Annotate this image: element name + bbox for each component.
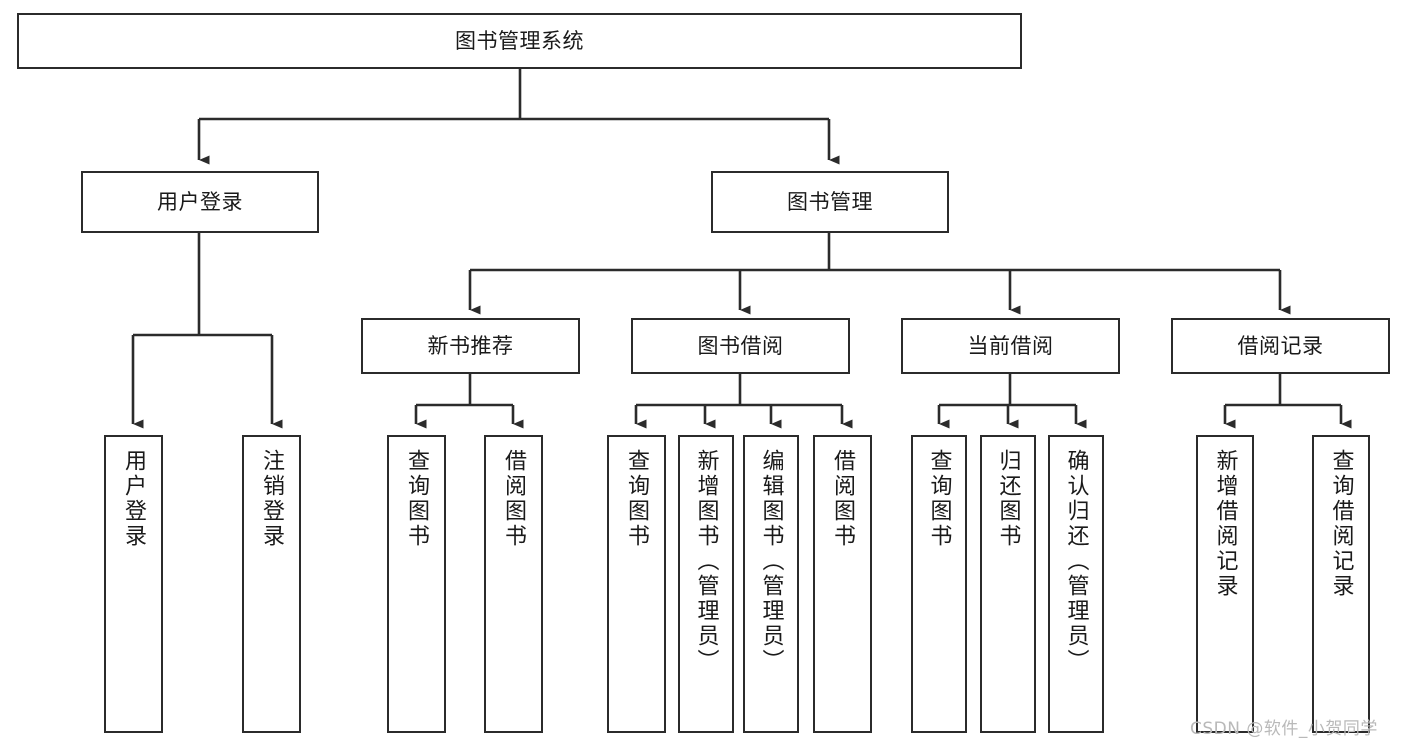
node-leaf-bb-add-book[interactable]: 新增图书（管理员）: [678, 435, 734, 733]
node-root-system-label: 图书管理系统: [455, 28, 584, 53]
node-leaf-logout-label: 注销登录: [259, 449, 285, 549]
node-leaf-cb-query-book-label: 查询图书: [926, 449, 952, 549]
node-leaf-cb-query-book[interactable]: 查询图书: [911, 435, 967, 733]
csdn-watermark: CSDN @软件_小贺同学: [1190, 719, 1378, 739]
node-leaf-logout[interactable]: 注销登录: [242, 435, 301, 733]
node-book-borrow[interactable]: 图书借阅: [631, 318, 850, 374]
node-leaf-bb-edit-book-label: 编辑图书（管理员）: [758, 449, 784, 674]
node-leaf-nb-query-book[interactable]: 查询图书: [387, 435, 446, 733]
node-user-login[interactable]: 用户登录: [81, 171, 319, 233]
node-leaf-br-query-record[interactable]: 查询借阅记录: [1312, 435, 1370, 733]
node-leaf-user-login[interactable]: 用户登录: [104, 435, 163, 733]
node-leaf-bb-borrow-book[interactable]: 借阅图书: [813, 435, 872, 733]
node-book-manage[interactable]: 图书管理: [711, 171, 949, 233]
node-leaf-nb-borrow-book[interactable]: 借阅图书: [484, 435, 543, 733]
node-current-borrow-label: 当前借阅: [967, 333, 1054, 358]
node-leaf-cb-confirm-return[interactable]: 确认归还（管理员）: [1048, 435, 1104, 733]
node-root-system[interactable]: 图书管理系统: [17, 13, 1022, 69]
node-leaf-bb-edit-book[interactable]: 编辑图书（管理员）: [743, 435, 799, 733]
node-leaf-nb-borrow-book-label: 借阅图书: [501, 449, 527, 549]
node-leaf-br-query-record-label: 查询借阅记录: [1328, 449, 1354, 599]
node-leaf-bb-add-book-label: 新增图书（管理员）: [693, 449, 719, 674]
node-leaf-cb-confirm-return-label: 确认归还（管理员）: [1063, 449, 1089, 674]
node-leaf-user-login-label: 用户登录: [121, 449, 147, 549]
node-leaf-cb-return-book-label: 归还图书: [995, 449, 1021, 549]
node-leaf-br-add-record[interactable]: 新增借阅记录: [1196, 435, 1254, 733]
node-user-login-label: 用户登录: [157, 189, 243, 214]
node-leaf-bb-query-book[interactable]: 查询图书: [607, 435, 666, 733]
node-leaf-cb-return-book[interactable]: 归还图书: [980, 435, 1036, 733]
node-borrow-record-label: 借阅记录: [1237, 333, 1324, 358]
node-borrow-record[interactable]: 借阅记录: [1171, 318, 1390, 374]
node-leaf-nb-query-book-label: 查询图书: [404, 449, 430, 549]
node-current-borrow[interactable]: 当前借阅: [901, 318, 1120, 374]
node-book-manage-label: 图书管理: [787, 189, 873, 214]
node-new-book-recommend[interactable]: 新书推荐: [361, 318, 580, 374]
node-book-borrow-label: 图书借阅: [697, 333, 784, 358]
node-leaf-bb-borrow-book-label: 借阅图书: [830, 449, 856, 549]
node-leaf-bb-query-book-label: 查询图书: [624, 449, 650, 549]
node-leaf-br-add-record-label: 新增借阅记录: [1212, 449, 1238, 599]
node-new-book-recommend-label: 新书推荐: [427, 333, 514, 358]
